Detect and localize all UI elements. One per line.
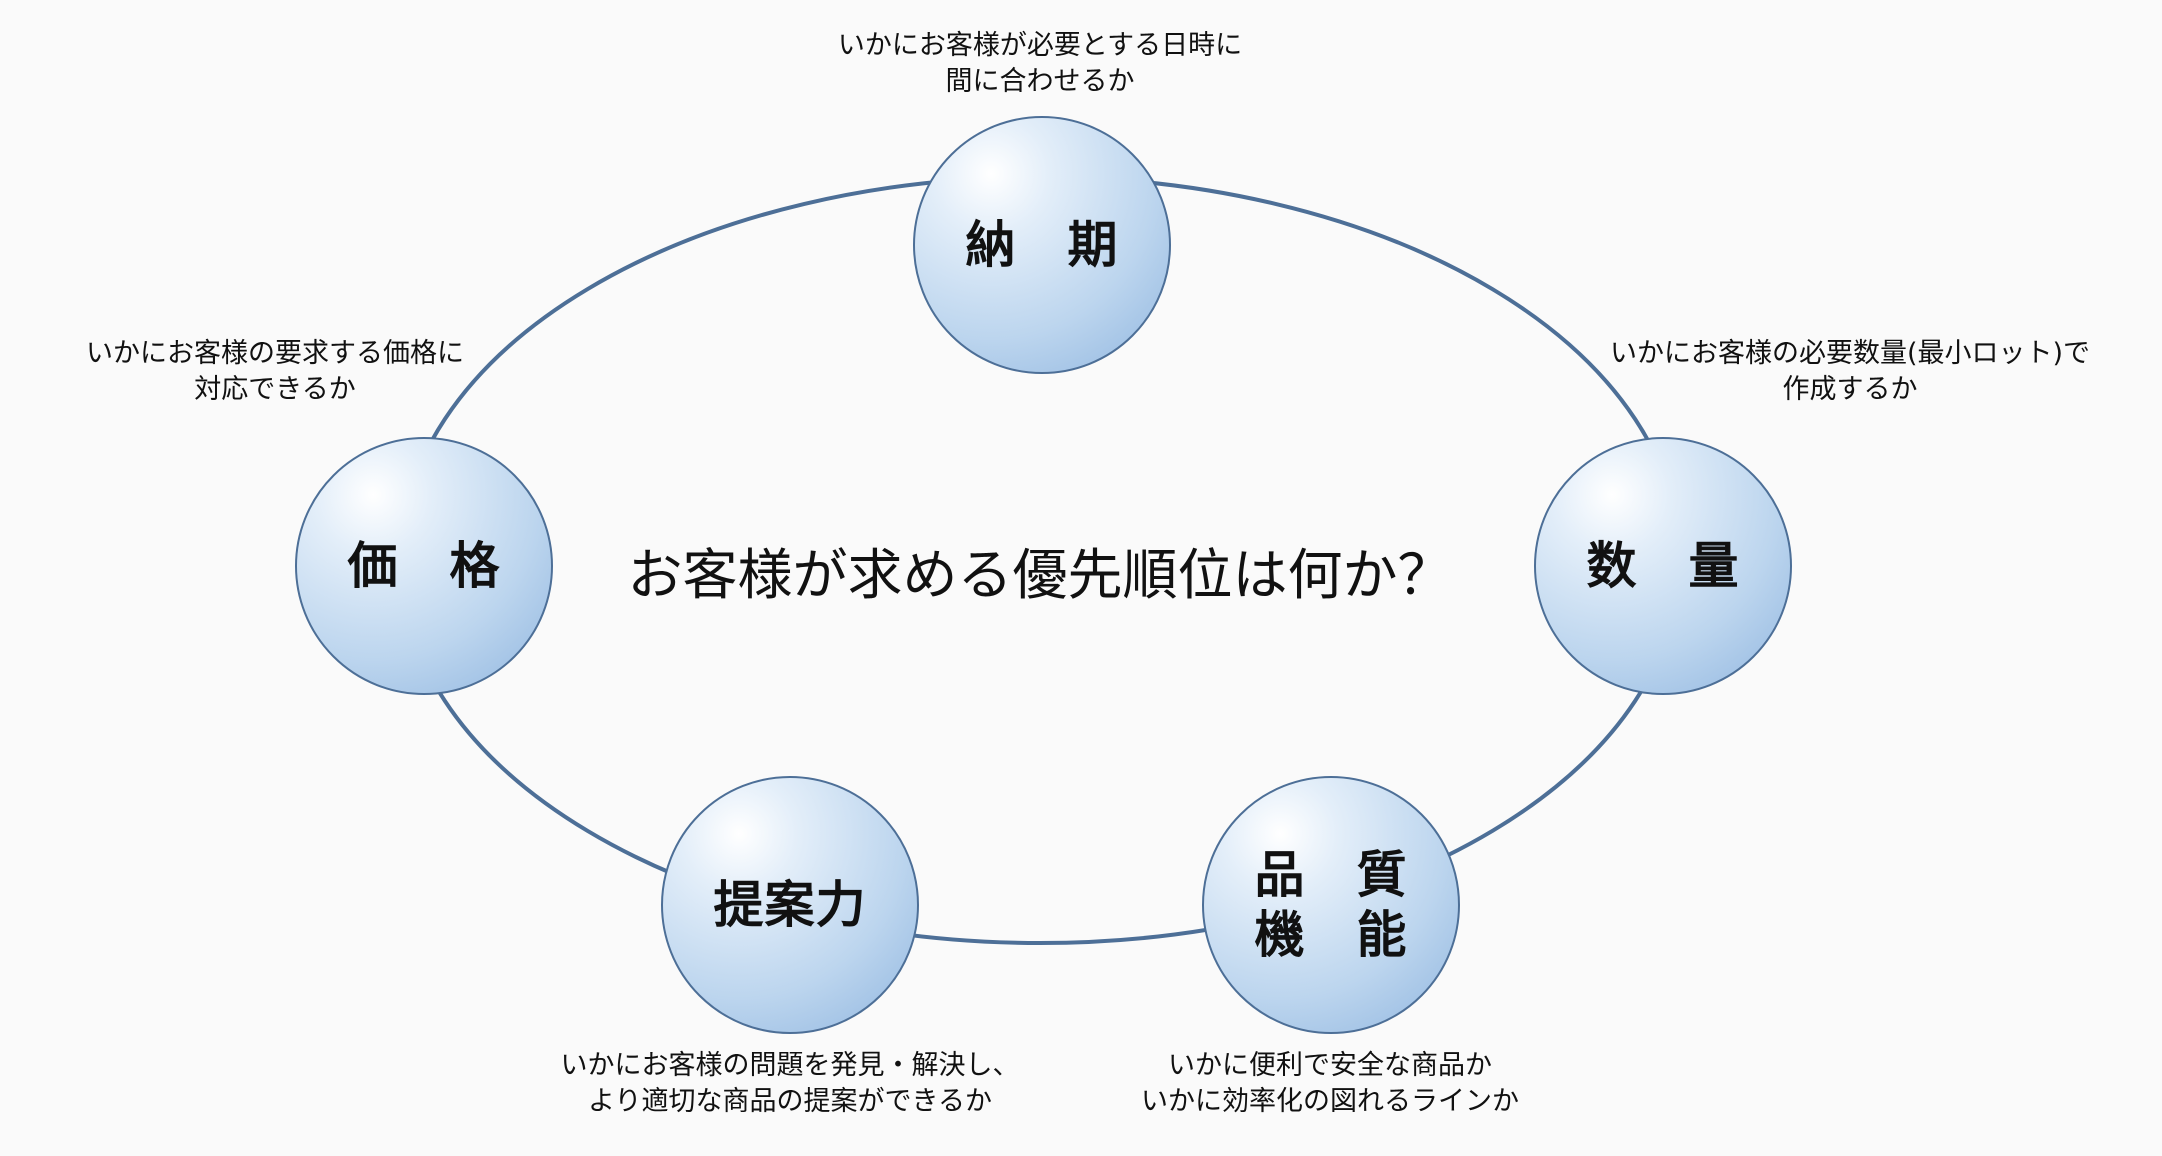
center-title: お客様が求める優先順位は何か？: [627, 543, 1453, 607]
node-delivery-label: 納 期: [965, 216, 1119, 274]
node-price-description: いかにお客様の要求する価格に 対応できるか: [86, 338, 464, 405]
node-quality: 品 質 機 能: [1202, 776, 1460, 1034]
node-delivery-description: いかにお客様が必要とする日時に 間に合わせるか: [837, 30, 1243, 97]
node-quality-description: いかに便利で安全な商品か いかに効率化の図れるラインか: [1141, 1050, 1519, 1117]
node-proposal: 提案力: [661, 776, 919, 1034]
node-proposal-label: 提案力: [713, 876, 867, 934]
node-quantity-description: いかにお客様の必要数量(最小ロット)で 作成するか: [1609, 338, 2091, 405]
node-quality-label: 品 質 機 能: [1254, 846, 1408, 964]
node-quantity: 数 量: [1534, 437, 1792, 695]
node-quantity-label: 数 量: [1586, 537, 1740, 595]
node-proposal-description: いかにお客様の問題を発見・解決し、 より適切な商品の提案ができるか: [560, 1050, 1020, 1117]
node-delivery: 納 期: [913, 116, 1171, 374]
node-price-label: 価 格: [347, 537, 501, 595]
node-price: 価 格: [295, 437, 553, 695]
